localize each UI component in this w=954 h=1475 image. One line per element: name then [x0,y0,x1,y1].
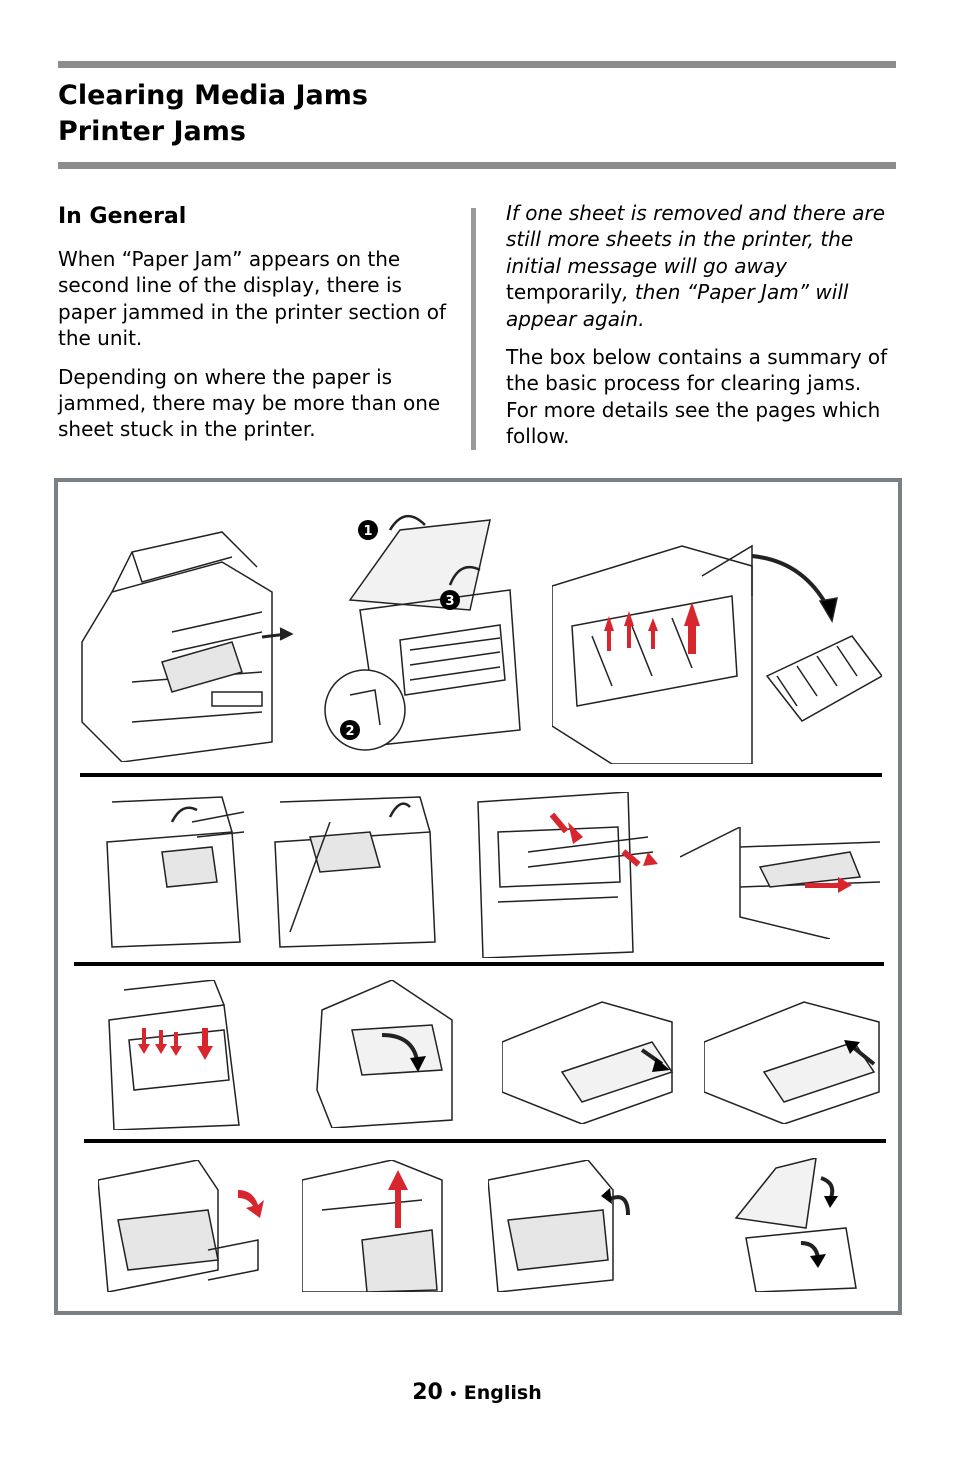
top-rule [58,61,896,68]
right-column: If one sheet is removed and there are st… [506,200,898,462]
summary-paragraph: The box below contains a summary of the … [506,345,888,449]
push-tray-in-illustration [704,982,886,1124]
printer-open-icon [81,531,294,762]
row-divider-3 [84,1139,886,1143]
open-front-cover-illustration [98,1160,274,1292]
jam-procedure-figure: 1 3 2 [54,478,902,1315]
pull-sheet-up-illustration [302,1160,448,1292]
row-divider-2 [74,962,884,966]
page-number: 20 [412,1380,443,1405]
general-paragraph-2: Depending on where the paper is jammed, … [58,364,441,442]
title-bottom-rule [58,162,896,169]
column-divider [471,208,476,450]
paper-pull-icon [477,792,658,958]
rotate-arrow-icon [316,980,453,1128]
toner-removal-icon [552,544,882,764]
rear-exit-jam-illustration [468,792,658,958]
title-line-1: Clearing Media Jams [58,80,368,111]
open-top-cover-illustration [102,792,244,948]
step-2-label: 2 [345,724,354,739]
title-line-2: Printer Jams [58,116,246,147]
printer-paper-exit-illustration [72,522,302,762]
row-divider-1 [80,773,882,777]
close-cover-illustration [312,980,458,1128]
close-front-cover-illustration [488,1160,644,1292]
step-3-label: 3 [445,594,454,609]
close-scanner-illustration [726,1158,860,1292]
remove-jammed-sheet-illustration [270,792,438,948]
step-1-label: 1 [363,524,372,539]
scanner-lift-illustration: 1 3 2 [320,500,530,762]
note-italic-b: , then “Paper Jam” will appear again. [506,280,849,331]
page-footer: 20 • English [0,1380,954,1405]
pull-tray-out-illustration [502,982,678,1124]
paper-tray-icon [502,1001,674,1124]
note-normal: temporarily [506,280,623,305]
general-paragraph-1: When “Paper Jam” appears on the second l… [58,247,446,351]
section-heading: In General [58,204,187,229]
reinsert-drums-illustration [104,980,244,1130]
note-italic-a: If one sheet is removed and there are st… [506,201,886,278]
left-column: In General When “Paper Jam” appears on t… [58,200,448,455]
note-paragraph: If one sheet is removed and there are st… [506,200,898,332]
manual-feed-jam-illustration [680,827,890,939]
image-drum-removal-illustration [552,526,882,764]
footer-bullet: • [448,1387,458,1403]
page-title: Clearing Media Jams Printer Jams [58,78,368,150]
footer-language: English [463,1382,542,1404]
